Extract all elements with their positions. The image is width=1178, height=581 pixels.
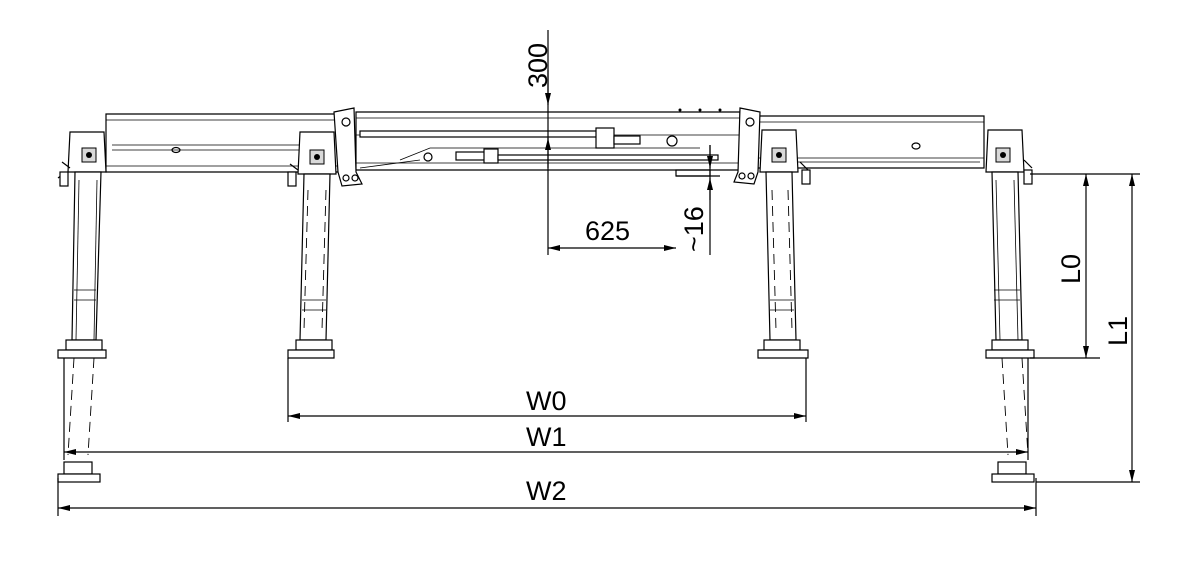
dimension-L1: L1 [1036,173,1140,483]
frame-beams [105,108,985,177]
dim-16-label: ~16 [679,206,709,252]
outrigger-leg-4 [985,129,1035,483]
dim-W1-label: W1 [526,422,567,452]
dim-300-label: 300 [523,43,553,88]
dim-L1-label: L1 [1103,316,1133,346]
dimension-W0: W0 [287,358,807,422]
dim-625-label: 625 [585,216,630,246]
outrigger-leg-1 [57,131,107,483]
outrigger-leg-2 [287,131,337,359]
dimension-625: 625 [548,216,676,251]
dimension-16: ~16 [676,145,720,255]
dim-W2-label: W2 [526,476,567,506]
dimension-L0: L0 [1030,173,1100,359]
center-bracket-left [333,107,363,187]
dimension-300: 300 [523,30,553,255]
outrigger-leg-3 [757,129,811,359]
dim-L0-label: L0 [1056,254,1086,284]
dimension-W1: W1 [63,358,1029,460]
center-bracket-right [733,107,761,185]
dimension-W2: W2 [57,476,1037,516]
dim-W0-label: W0 [526,386,567,416]
